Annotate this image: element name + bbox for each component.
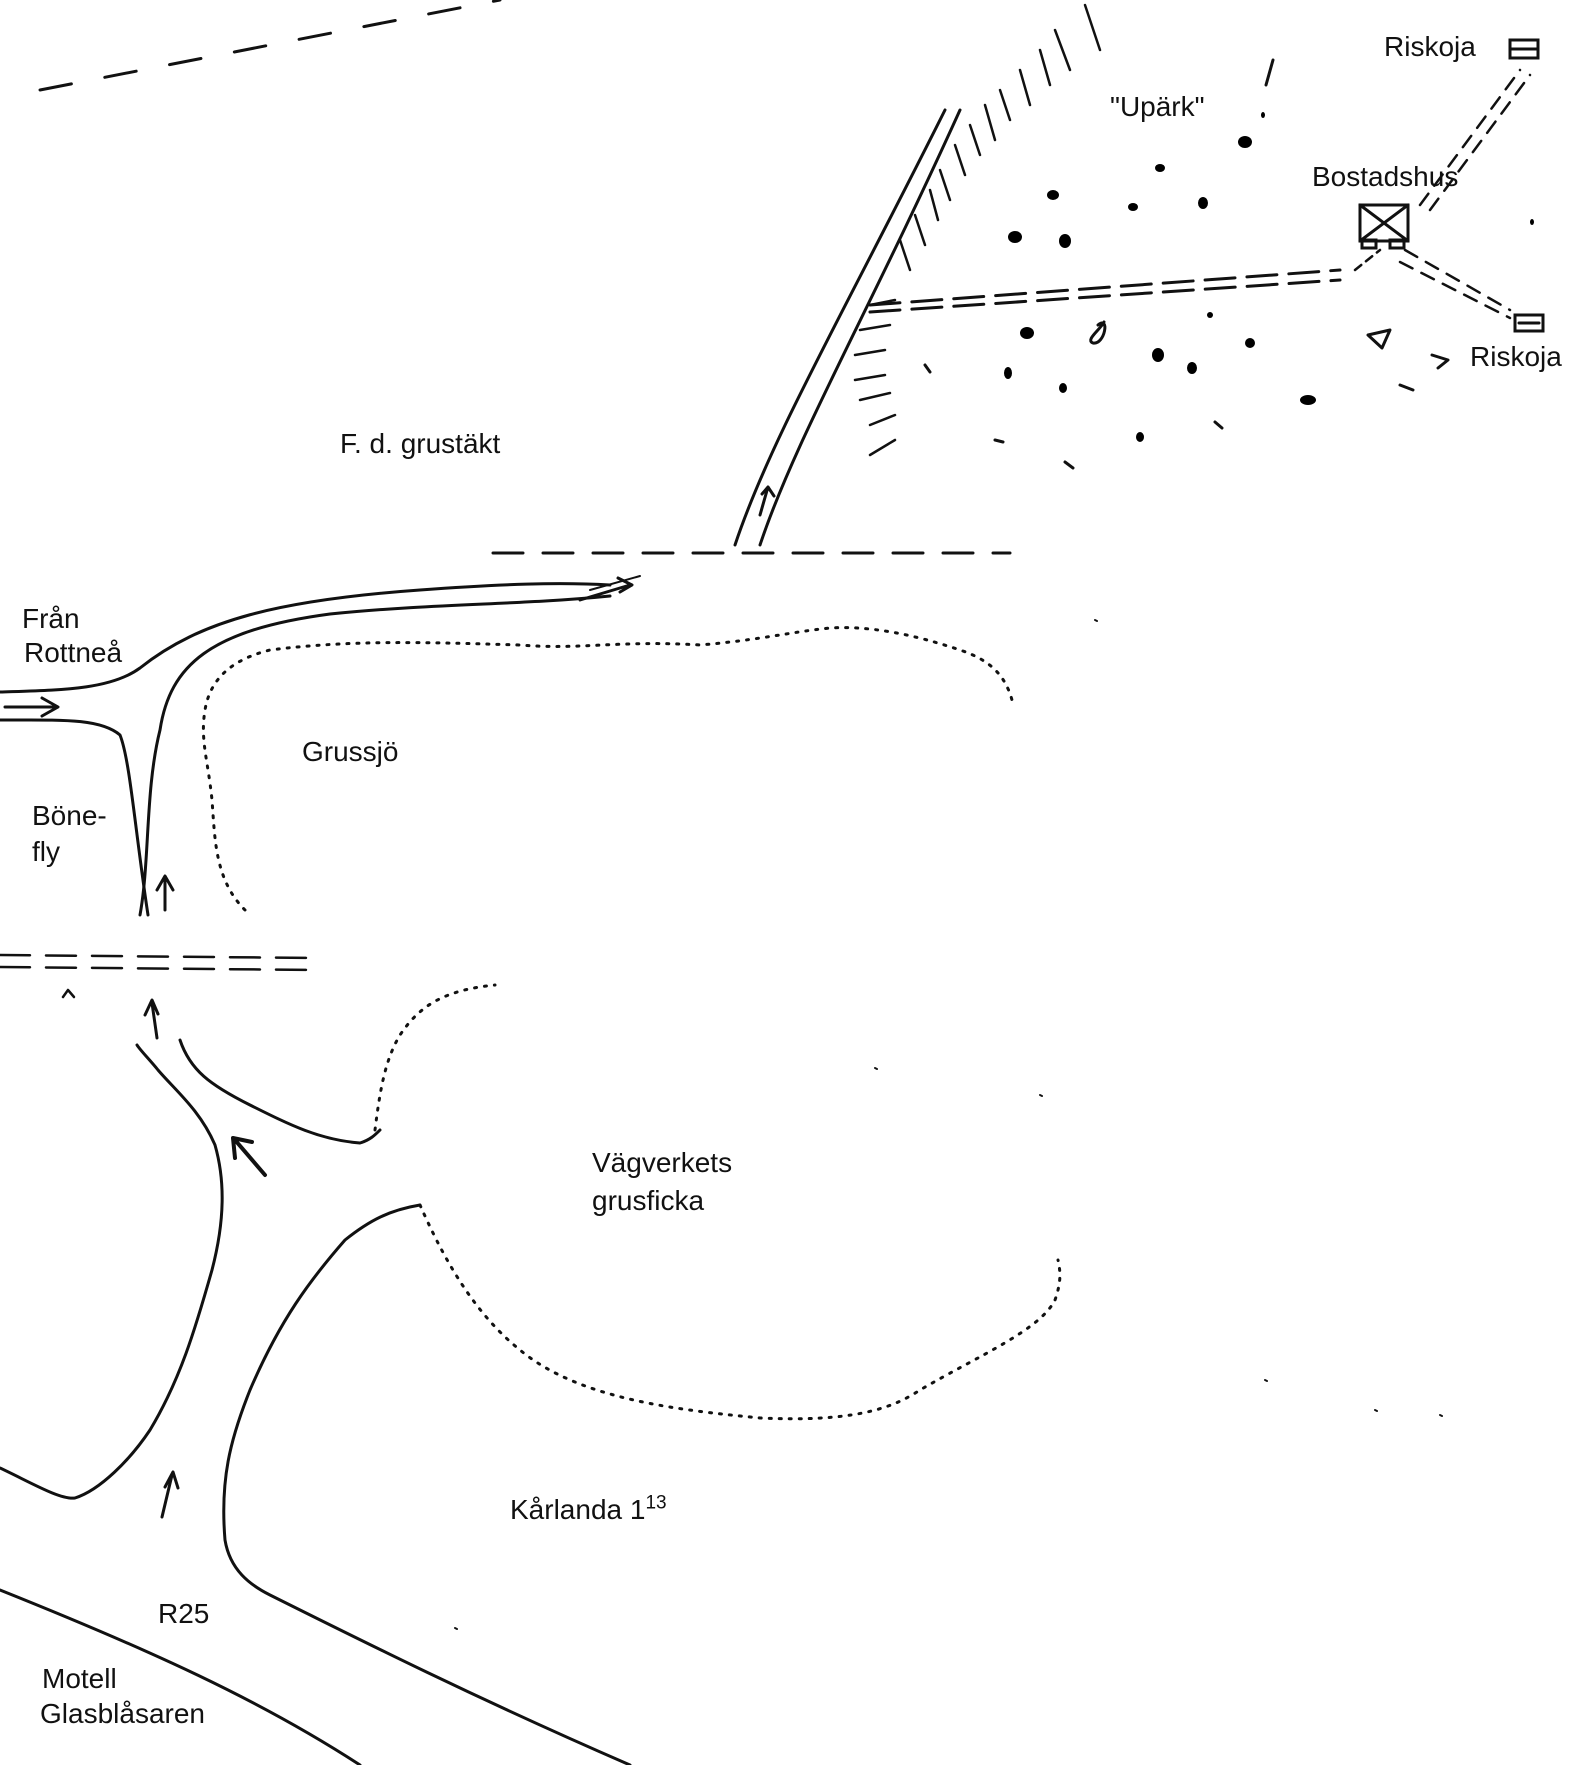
label-glasblasaren: Glasblåsaren — [40, 1698, 205, 1729]
label-riskoja-right: Riskoja — [1470, 341, 1562, 372]
label-riskoja-top: Riskoja — [1384, 31, 1476, 62]
top-boundary-dashed — [38, 0, 502, 92]
label-fly: fly — [32, 836, 60, 867]
road-from-rottnea — [0, 582, 612, 917]
arrow-icon — [589, 575, 641, 591]
track-to-bostadshus — [868, 268, 1342, 314]
label-bone: Böne- — [32, 800, 107, 831]
arrow-icon — [758, 485, 776, 517]
grusficka-outline — [373, 983, 1062, 1421]
track-link — [1353, 248, 1382, 272]
label-karlanda-sup: 13 — [645, 1492, 667, 1514]
tree-mark-icon — [923, 58, 1534, 470]
arrow-icon — [231, 1136, 267, 1177]
tree-mark-icon — [61, 988, 76, 999]
arrow-icon — [3, 696, 60, 718]
label-upark: "Upärk" — [1110, 91, 1205, 122]
label-rottnea: Rottneå — [24, 637, 123, 668]
hut-icon — [1508, 38, 1540, 60]
slope-hatching — [853, 3, 1102, 457]
road-to-upark — [733, 108, 962, 547]
road-r25-access — [0, 1038, 632, 1765]
cross-track-double-dashed — [0, 953, 317, 972]
label-grusficka: grusficka — [592, 1185, 705, 1216]
arrow-icon — [160, 1470, 180, 1519]
label-bostadshus: Bostadshus — [1312, 161, 1459, 192]
label-fran: Från — [22, 603, 80, 634]
label-grussjo: Grussjö — [302, 736, 399, 767]
track-to-riskoja-right — [1398, 248, 1512, 320]
label-f-d-grustakt: F. d. grustäkt — [340, 428, 501, 459]
track-to-riskoja-top — [1418, 68, 1532, 212]
label-vagverkets: Vägverkets — [592, 1147, 733, 1178]
hut-icon — [1513, 313, 1545, 333]
specks — [454, 619, 1443, 1630]
house-icon — [1358, 203, 1410, 250]
grussjo-shoreline — [201, 626, 1014, 912]
label-motell: Motell — [42, 1663, 117, 1694]
label-karlanda: Kårlanda 113 — [510, 1492, 667, 1525]
arrow-icon — [155, 874, 175, 912]
arrow-icon — [143, 998, 160, 1040]
label-r25: R25 — [158, 1598, 210, 1629]
